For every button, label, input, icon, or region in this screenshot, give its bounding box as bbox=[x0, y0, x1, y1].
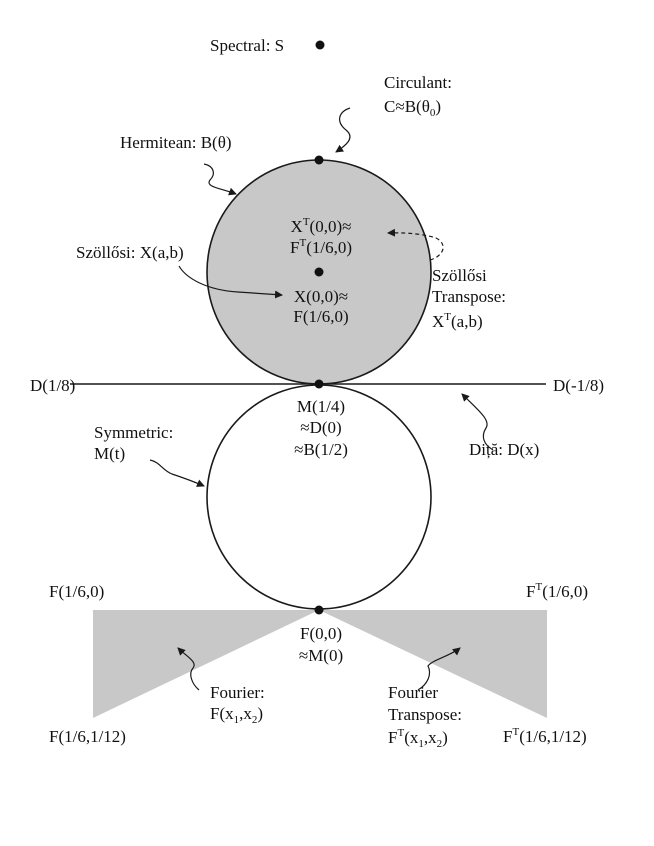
fourier-region bbox=[93, 610, 319, 718]
szollosi-label: Szöllősi: X(a,b) bbox=[76, 243, 184, 262]
m0-label: ≈M(0) bbox=[299, 646, 343, 665]
circulant-formula: C≈B(θ0) bbox=[384, 97, 441, 119]
d0-label: ≈D(0) bbox=[300, 418, 341, 437]
spectral-label: Spectral: S bbox=[210, 36, 284, 55]
circulant-arrow bbox=[335, 107, 351, 153]
szollosi-arrow bbox=[178, 265, 283, 299]
szollosi-transpose-line2: Transpose: bbox=[432, 287, 506, 306]
szollosi-transpose-line3: XT(a,b) bbox=[432, 311, 483, 331]
ft160-right-label: FT(1/6,0) bbox=[526, 581, 588, 601]
fourier-transpose-region bbox=[319, 610, 547, 718]
fourier-transpose-label-line1: Fourier bbox=[388, 683, 438, 702]
hermitean-label: Hermitean: B(θ) bbox=[120, 133, 232, 152]
fourier-label-line1: Fourier: bbox=[210, 683, 265, 702]
b12-label: ≈B(1/2) bbox=[294, 440, 348, 459]
spectral-point bbox=[315, 40, 325, 50]
ft16112-label: FT(1/6,1/12) bbox=[503, 726, 587, 746]
fourier-transpose-label-line2: Transpose: bbox=[388, 705, 462, 724]
fourier-label-line2: F(x1,x2) bbox=[210, 704, 263, 726]
ft-top-label: FT(1/6,0) bbox=[290, 237, 352, 257]
x00-label: X(0,0)≈ bbox=[294, 287, 348, 306]
dm18-label: D(-1/8) bbox=[553, 376, 604, 395]
hermitean-arrow bbox=[203, 163, 237, 196]
f00-label: F(0,0) bbox=[300, 624, 342, 643]
szollosi-transpose-line1: Szöllősi bbox=[432, 266, 487, 285]
f16112-label: F(1/6,1/12) bbox=[49, 727, 126, 746]
d18-label: D(1/8) bbox=[30, 376, 75, 395]
circulant-point bbox=[314, 155, 324, 165]
fourier-arrow bbox=[177, 647, 200, 691]
fourier-transpose-label-line3: FT(x1,x2) bbox=[388, 727, 448, 750]
fourier-vertex-point bbox=[314, 605, 324, 615]
szollosi-transpose-arrow bbox=[387, 228, 444, 261]
tangent-point bbox=[314, 379, 324, 389]
dita-label: Diță: D(x) bbox=[469, 440, 539, 459]
fourier-transpose-arrow bbox=[417, 647, 461, 691]
symmetric-label-line2: M(t) bbox=[94, 444, 125, 463]
m14-label: M(1/4) bbox=[297, 397, 345, 416]
symmetric-arrow bbox=[149, 459, 205, 487]
circulant-title: Circulant: bbox=[384, 73, 452, 92]
f160-left-label: F(1/6,0) bbox=[49, 582, 104, 601]
xt-top-label: XT(0,0)≈ bbox=[291, 216, 352, 236]
hermitean-center-point bbox=[314, 267, 324, 277]
f160-label: F(1/6,0) bbox=[293, 307, 348, 326]
symmetric-label-line1: Symmetric: bbox=[94, 423, 173, 442]
dita-arrow bbox=[461, 393, 494, 451]
